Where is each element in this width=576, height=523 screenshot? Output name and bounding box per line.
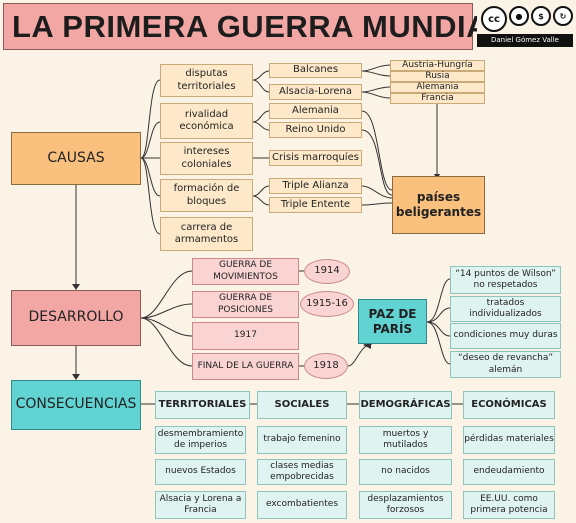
causas-node: CAUSAS xyxy=(11,132,141,185)
by-icon: ● xyxy=(509,6,529,26)
cause-bloques: formación de bloques xyxy=(160,179,253,212)
year-1918: 1918 xyxy=(304,353,348,379)
paz-item-tratados: tratados individualizados xyxy=(450,296,561,322)
disputa-balcanes: Balcanes xyxy=(269,63,362,78)
desarrollo-node: DESARROLLO xyxy=(11,290,141,346)
crisis-marroquies: Crisis marroquíes xyxy=(269,150,362,166)
sociales-item-2: clases medias empobrecidas xyxy=(257,459,347,485)
cc-icon: cc xyxy=(481,6,507,32)
license-icons: cc ● $ ↻ xyxy=(481,6,573,32)
paz-item-wilson: “14 puntos de Wilson” no respetados xyxy=(450,266,561,294)
rivalidad-reino-unido: Reino Unido xyxy=(269,122,362,138)
year-1914: 1914 xyxy=(304,259,350,284)
cause-coloniales: intereses coloniales xyxy=(160,142,253,175)
country-rusia: Rusia xyxy=(390,71,485,82)
col-sociales-head: SOCIALES xyxy=(257,391,347,419)
phase-movimientos: GUERRA DE MOVIMIENTOS xyxy=(192,258,299,285)
demograficas-item-2: no nacidos xyxy=(359,459,452,485)
demograficas-item-3: desplazamientos forzosos xyxy=(359,491,452,519)
phase-final: FINAL DE LA GUERRA xyxy=(192,353,299,380)
economicas-item-2: endeudamiento xyxy=(463,459,555,485)
cause-rivalidad: rivalidad económica xyxy=(160,103,253,139)
paises-beligerantes: países beligerantes xyxy=(392,176,485,234)
territoriales-item-1: desmembramiento de imperios xyxy=(155,426,246,454)
economicas-item-1: pérdidas materiales xyxy=(463,426,555,454)
disputa-alsacia: Alsacia-Lorena xyxy=(269,84,362,100)
col-economicas-head: ECONÓMICAS xyxy=(463,391,555,419)
consecuencias-node: CONSECUENCIAS xyxy=(11,380,141,430)
title-banner: LA PRIMERA GUERRA MUNDIAL xyxy=(3,3,508,50)
economicas-item-3: EE.UU. como primera potencia xyxy=(463,491,555,519)
cause-disputas: disputas territoriales xyxy=(160,64,253,97)
sociales-item-3: excombatientes xyxy=(257,491,347,519)
phase-posiciones: GUERRA DE POSICIONES xyxy=(192,291,299,318)
triple-alianza: Triple Alianza xyxy=(269,178,362,194)
country-francia: Francia xyxy=(390,93,485,104)
triple-entente: Triple Entente xyxy=(269,197,362,213)
rivalidad-alemania: Alemania xyxy=(269,103,362,119)
col-demograficas-head: DEMOGRÁFICAS xyxy=(359,391,452,419)
territoriales-item-2: nuevos Estados xyxy=(155,459,246,485)
paz-item-revancha: “deseo de revancha” alemán xyxy=(450,351,561,378)
license-author: Daniel Gómez Valle xyxy=(477,34,573,47)
license-badge: cc ● $ ↻ Daniel Gómez Valle xyxy=(477,3,573,50)
paz-de-paris: PAZ DE PARÍS xyxy=(358,299,427,344)
nc-icon: $ xyxy=(531,6,551,26)
demograficas-item-1: muertos y mutilados xyxy=(359,426,452,454)
sa-icon: ↻ xyxy=(553,6,573,26)
cause-armamentos: carrera de armamentos xyxy=(160,217,253,251)
year-1915-16: 1915-16 xyxy=(300,291,354,317)
country-austria: Austria-Hungría xyxy=(390,60,485,71)
page-title: LA PRIMERA GUERRA MUNDIAL xyxy=(12,8,509,44)
paz-item-condiciones: condiciones muy duras xyxy=(450,323,561,349)
territoriales-item-3: Alsacia y Lorena a Francia xyxy=(155,491,246,519)
col-territoriales-head: TERRITORIALES xyxy=(155,391,250,419)
country-alemania: Alemania xyxy=(390,82,485,93)
sociales-item-1: trabajo femenino xyxy=(257,426,347,454)
phase-1917: 1917 xyxy=(192,322,299,350)
